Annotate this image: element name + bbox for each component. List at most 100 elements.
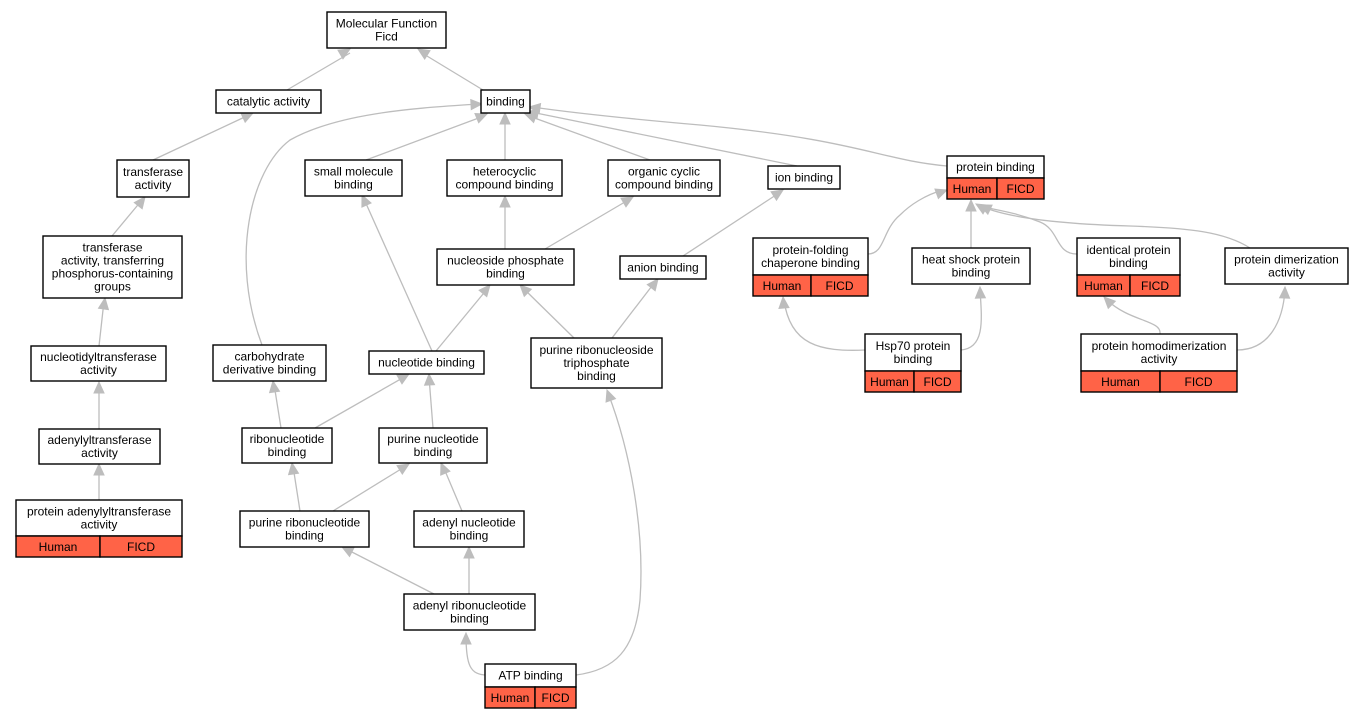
edge-line [314,375,407,429]
term-label: binding [268,445,307,459]
go-term-ion-binding[interactable]: ion binding [767,165,841,190]
term-box [619,255,707,280]
arrowhead-icon [396,463,411,475]
term-box [116,159,190,198]
term-label: triphosphate [563,356,629,370]
term-label: groups [94,280,131,294]
go-term-protein-adenylyltransferase[interactable]: protein adenylyltransferaseactivityHuman… [15,499,183,558]
edge-proteinadenylyl-to-adenylyl [93,462,105,500]
edge-line [979,205,1078,255]
go-term-anion-binding[interactable]: anion binding [619,255,707,280]
term-box [530,337,663,389]
arrowhead-icon [93,462,105,476]
edge-adenylyl-to-nucleotidyl [93,380,105,429]
edge-line [982,206,1251,249]
term-label: transferase [82,241,142,255]
annotation-gene-cell [810,274,869,297]
term-box [368,350,485,375]
edge-line [1236,289,1286,351]
term-box [436,248,575,286]
arrowhead-icon [778,295,790,309]
arrowhead-icon [974,285,987,299]
term-label: carbohydrate [234,350,304,364]
term-label: binding [486,267,525,281]
term-label: heterocyclic [473,165,536,179]
edge-line [442,465,463,512]
edge-line [1106,299,1161,335]
edge-line [332,465,407,512]
edge-line [960,289,982,351]
annotation-gene-cell [1129,274,1181,297]
term-box [215,89,322,114]
edge-nucleotide-to-smallmolecule [361,193,433,352]
edge-line [528,115,651,161]
annotation-gene: FICD [1141,279,1169,293]
annotation-gene-cell [913,370,962,393]
edge-line [111,199,143,237]
term-box [30,345,167,382]
arrowhead-icon [527,102,542,115]
edge-purineribotp-to-anion [611,278,659,339]
go-term-nucleotide-binding[interactable]: nucleotide binding [368,350,485,375]
arrowhead-icon [978,204,993,216]
term-label: nucleoside phosphate [447,254,564,268]
edge-line [428,376,434,429]
arrowhead-icon [460,631,472,645]
arrowhead-icon [268,379,281,394]
arrowhead-icon [474,112,489,124]
edge-homodimer-to-dimerization [1236,285,1291,351]
arrowhead-icon [646,278,659,292]
edge-line [682,192,780,257]
arrowhead-icon [965,198,977,212]
edge-layer [93,48,1291,676]
term-box [38,428,161,465]
arrowhead-icon [133,196,146,210]
edge-nucleosidephos-to-organiccyclic [544,196,635,250]
term-box [42,235,183,299]
arrowhead-icon [423,372,436,386]
go-term-catalytic[interactable]: catalytic activity [215,89,322,114]
term-box [1080,333,1238,372]
edge-line [421,52,484,91]
edge-line [245,103,479,346]
term-box [403,593,536,631]
arrowhead-icon [770,189,785,202]
arrowhead-icon [97,296,110,311]
go-term-binding[interactable]: binding [480,89,531,114]
arrowhead-icon [287,461,300,476]
term-label: protein adenylyltransferase [27,505,171,519]
edge-homodimer-to-identical [1103,296,1161,335]
edge-ionbinding-to-binding [525,108,798,167]
term-label: binding [894,352,933,366]
term-label: ribonucleotide [250,432,325,446]
edge-transferasep-to-transferase [111,196,146,237]
term-box [378,427,488,464]
edge-line [531,106,948,167]
edge-adenylnucleotide-to-purinenucleotide [440,461,463,512]
